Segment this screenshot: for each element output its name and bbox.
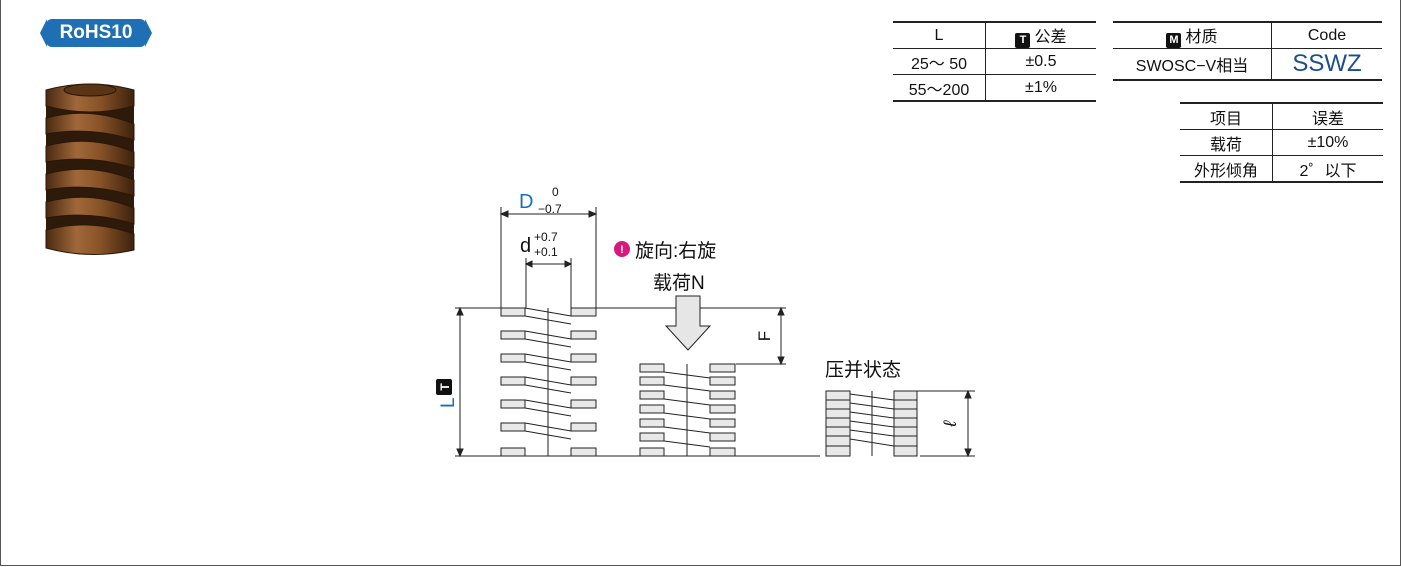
outer-tol-lower: −0.7 xyxy=(538,202,562,216)
table-row: 外形倾角 2゜以下 xyxy=(1180,155,1383,183)
code-cell: SSWZ xyxy=(1271,48,1382,81)
range-cell: 55〜200 xyxy=(893,74,986,102)
error-table: 项目 误差 载荷 ±10% 外形倾角 2゜以下 xyxy=(1180,102,1383,183)
table-row: SWOSC−V相当 SSWZ xyxy=(1113,48,1382,81)
tolerance-header-label: 公差 xyxy=(1034,29,1067,46)
col-header-code: Code xyxy=(1271,21,1382,49)
outer-tol-upper: 0 xyxy=(552,185,559,199)
table-row: 载荷 ±10% xyxy=(1180,129,1383,156)
spring-free-length xyxy=(500,307,597,457)
spring-loaded xyxy=(639,363,736,457)
solid-length-label: ℓ xyxy=(940,420,960,428)
err-cell: ±10% xyxy=(1272,129,1383,156)
svg-text:!: ! xyxy=(620,244,624,256)
table-row: 55〜200 ±1% xyxy=(893,74,1096,102)
table-row: 25〜 50 ±0.5 xyxy=(893,48,1096,75)
tol-cell: ±0.5 xyxy=(985,48,1096,75)
solid-state-label: 压并状态 xyxy=(825,359,901,381)
range-cell: 25〜 50 xyxy=(893,48,986,75)
inner-tol-upper: +0.7 xyxy=(534,230,558,244)
outer-diameter-label: D xyxy=(519,191,533,213)
err-cell: 2゜以下 xyxy=(1272,155,1383,183)
inner-diameter-label: d xyxy=(520,235,531,257)
inner-tol-lower: +0.1 xyxy=(534,245,558,259)
spring-product-image xyxy=(45,83,135,255)
t-icon: T xyxy=(438,383,452,391)
spring-solid-state xyxy=(825,390,918,457)
m-icon: M xyxy=(1166,33,1182,48)
t-icon: T xyxy=(1015,33,1031,48)
load-label: 载荷N xyxy=(653,272,705,294)
tol-cell: ±1% xyxy=(985,74,1096,102)
item-cell: 外形倾角 xyxy=(1180,155,1273,183)
warning-icon xyxy=(614,241,630,257)
winding-note: 旋向:右旋 xyxy=(635,240,716,262)
material-cell: SWOSC−V相当 xyxy=(1113,48,1272,81)
item-cell: 载荷 xyxy=(1180,129,1273,156)
material-header-label: 材质 xyxy=(1185,29,1218,46)
col-header-item: 项目 xyxy=(1180,102,1273,130)
rohs-badge: RoHS10 xyxy=(40,19,152,47)
deflection-label: F xyxy=(755,331,774,341)
col-header-l: L xyxy=(893,21,986,49)
length-label: L xyxy=(438,397,459,408)
col-header-error: 误差 xyxy=(1272,102,1383,130)
